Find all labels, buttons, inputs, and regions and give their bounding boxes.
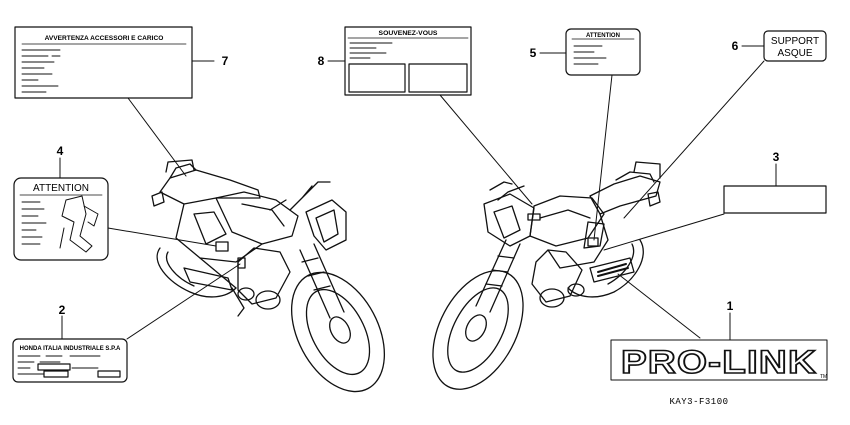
callout-6: 6 <box>732 39 739 53</box>
label-7-avvertenza <box>14 26 193 99</box>
callout-8: 8 <box>318 54 325 68</box>
support-line1: SUPPORT <box>771 36 819 47</box>
label-3-blank <box>723 185 827 214</box>
trademark-mark: TM <box>820 374 827 380</box>
callout-1: 1 <box>727 299 734 313</box>
attention-large-title: ATTENTION <box>33 183 89 194</box>
label-4-attention <box>13 177 109 261</box>
callout-7: 7 <box>222 54 229 68</box>
label-2-honda-italia <box>12 338 128 383</box>
honda-italia-title: HONDA ITALIA INDUSTRIALE S.P.A <box>20 346 121 352</box>
diagram-code: KAY3-F3100 <box>669 397 728 407</box>
callout-2: 2 <box>59 303 66 317</box>
souvenez-title: SOUVENEZ-VOUS <box>379 30 438 37</box>
attention-small-title: ATTENTION <box>586 33 620 39</box>
support-line2: ASQUE <box>777 48 812 59</box>
label-texts: AVVERTENZA ACCESSORI E CARICO SOUVENEZ-V… <box>20 30 828 407</box>
motorcycle-left <box>151 159 386 393</box>
label-8-souvenez-vous <box>344 26 472 96</box>
callout-numbers: 1 2 3 4 5 6 7 8 <box>57 39 780 317</box>
callout-3: 3 <box>773 150 780 164</box>
callout-4: 4 <box>57 144 64 158</box>
label-5-attention <box>565 28 641 76</box>
avvertenza-title: AVVERTENZA ACCESSORI E CARICO <box>45 35 164 42</box>
leader-lines <box>59 45 777 341</box>
pro-link-text: PRO-LINK <box>621 344 817 380</box>
motorcycle-right <box>432 161 661 390</box>
callout-5: 5 <box>530 46 537 60</box>
pro-link-logo <box>610 339 828 381</box>
